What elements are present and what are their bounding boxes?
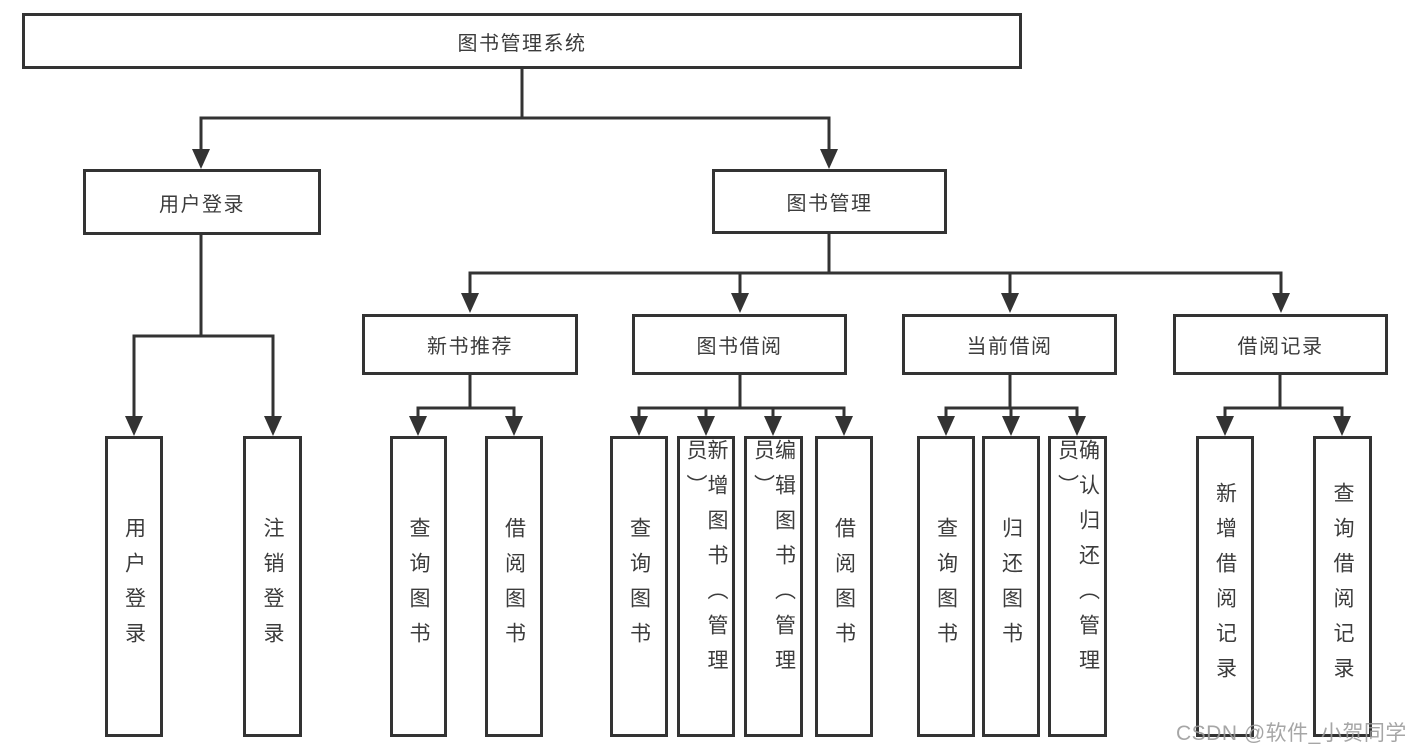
node-book-borrowing: 图书借阅 — [632, 314, 847, 375]
leaf-label: 用户登录 — [122, 516, 146, 657]
node-label: 图书管理 — [786, 193, 873, 215]
branch-bookmgmt-to-level3 — [468, 233, 1283, 294]
leaf-label: 查询图书 — [627, 516, 651, 657]
leaf-label: 查询图书 — [407, 516, 430, 657]
node-leaf-add-books-admin: 新增图书（管理员） — [677, 436, 735, 737]
node-current-borrowing: 当前借阅 — [902, 314, 1117, 375]
node-leaf-borrow-books-2: 借阅图书 — [815, 436, 873, 737]
leaf-label: 注销登录 — [261, 516, 284, 657]
branch-current-to-leaves — [944, 375, 1079, 417]
leaf-label: 查询借阅记录 — [1331, 481, 1354, 692]
node-leaf-query-books-2: 查询图书 — [610, 436, 668, 737]
node-leaf-return-books: 归还图书 — [982, 436, 1040, 737]
csdn-watermark: CSDN @软件_小贺同学 — [1176, 722, 1405, 745]
node-leaf-add-borrow-record: 新增借阅记录 — [1196, 436, 1254, 737]
arrowheads — [125, 149, 1351, 436]
node-leaf-logout: 注销登录 — [243, 436, 302, 737]
node-label: 图书管理系统 — [457, 32, 587, 55]
branch-records-to-leaves — [1223, 375, 1344, 417]
node-library-management-system: 图书管理系统 — [22, 13, 1022, 69]
leaf-label: 新增图书（管理员） — [684, 439, 728, 684]
branch-borrow-to-leaves — [637, 375, 846, 417]
node-leaf-confirm-return-admin: 确认归还（管理员） — [1048, 436, 1107, 737]
node-book-management-group: 图书管理 — [712, 169, 947, 234]
leaf-label: 新增借阅记录 — [1213, 481, 1237, 692]
branch-root-to-level2 — [199, 68, 831, 150]
branch-newbooks-to-leaves — [416, 375, 516, 417]
node-user-login-group: 用户登录 — [83, 169, 321, 235]
leaf-label: 查询图书 — [934, 516, 958, 657]
node-borrowing-records: 借阅记录 — [1173, 314, 1388, 375]
node-label: 用户登录 — [159, 193, 245, 216]
leaf-label: 确认归还（管理员） — [1055, 439, 1100, 684]
node-label: 图书借阅 — [696, 336, 783, 358]
node-label: 当前借阅 — [966, 336, 1053, 358]
node-label: 新书推荐 — [427, 336, 513, 358]
node-leaf-query-books-1: 查询图书 — [390, 436, 447, 737]
node-label: 借阅记录 — [1237, 336, 1324, 358]
node-leaf-query-borrow-record: 查询借阅记录 — [1313, 436, 1372, 737]
leaf-label: 编辑图书（管理员） — [751, 439, 796, 684]
node-new-book-recommend: 新书推荐 — [362, 314, 578, 375]
node-leaf-edit-books-admin: 编辑图书（管理员） — [744, 436, 803, 737]
node-leaf-user-login: 用户登录 — [105, 436, 163, 737]
leaf-label: 借阅图书 — [832, 516, 856, 657]
leaf-label: 归还图书 — [999, 516, 1023, 657]
branch-userlogin-to-leaves — [132, 235, 275, 417]
node-leaf-borrow-books-1: 借阅图书 — [485, 436, 543, 737]
node-leaf-query-books-3: 查询图书 — [917, 436, 975, 737]
leaf-label: 借阅图书 — [502, 516, 526, 657]
